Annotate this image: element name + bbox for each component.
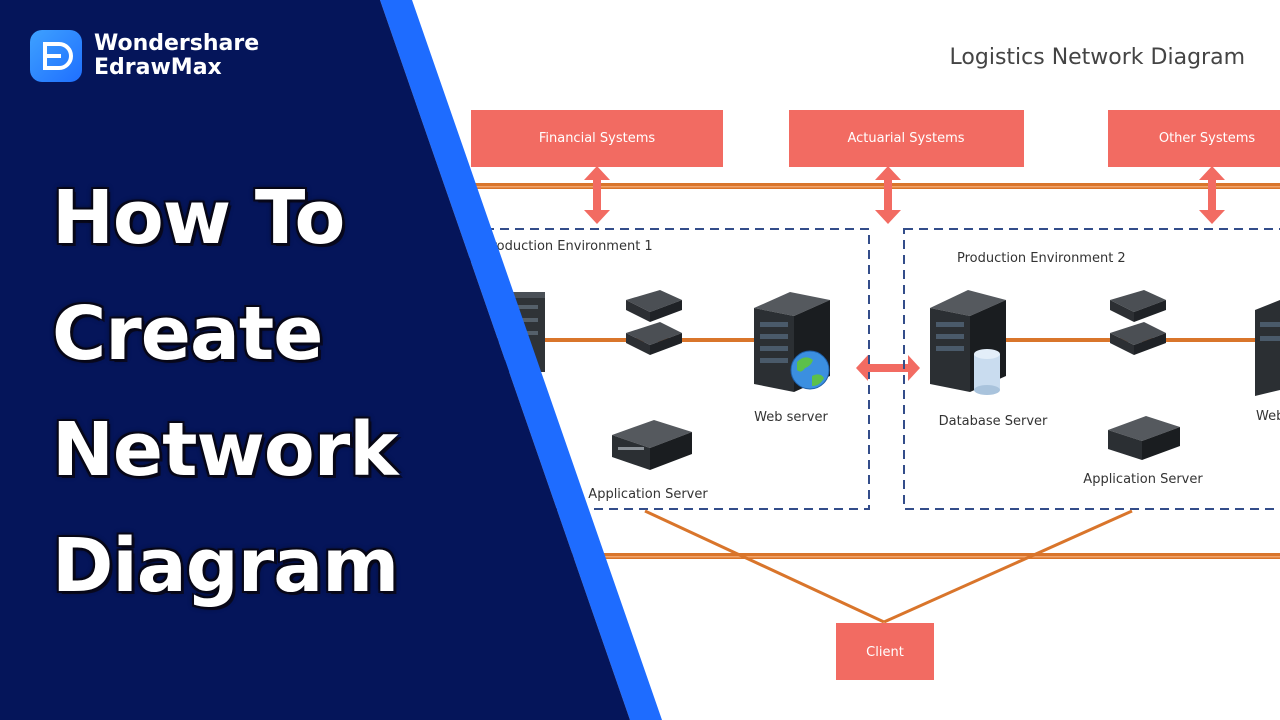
system-label-financial: Financial Systems	[539, 131, 656, 146]
env2-app-server-label: Application Server	[1083, 472, 1203, 487]
system-box-financial: Financial Systems	[471, 110, 723, 167]
client-box: Client	[836, 623, 934, 680]
client-connector-right	[883, 509, 1133, 624]
globe-icon	[790, 350, 830, 390]
system-label-other: Other Systems	[1159, 131, 1256, 146]
arrow-financial	[584, 166, 610, 224]
diagram-title: Logistics Network Diagram	[950, 45, 1245, 70]
env2-db-server-label: Database Server	[939, 414, 1048, 429]
switch-icon	[1110, 290, 1166, 355]
rack-server-icon	[1108, 416, 1180, 460]
rack-server-icon	[612, 420, 692, 470]
system-box-other: Other Systems	[1108, 110, 1280, 167]
navy-panel	[0, 0, 630, 720]
switch-icon	[626, 290, 682, 355]
client-label: Client	[866, 645, 904, 660]
system-label-actuarial: Actuarial Systems	[847, 131, 964, 146]
env1-connector-line	[470, 338, 760, 342]
server-tower-icon	[1255, 300, 1280, 396]
env1-web-server-label: Web server	[754, 410, 828, 425]
environment-2-boundary	[903, 228, 1280, 510]
database-cylinder-icon	[974, 349, 1000, 395]
accent-stripe	[380, 0, 662, 720]
system-box-actuarial: Actuarial Systems	[789, 110, 1024, 167]
environment-1-label: Production Environment 1	[484, 239, 653, 254]
env1-app-server-label: Application Server	[588, 487, 708, 502]
env2-web-server-partial-label: Web	[1256, 409, 1280, 424]
environment-2-label: Production Environment 2	[957, 251, 1126, 266]
client-connector-left	[644, 509, 885, 624]
horizontal-arrow	[856, 355, 920, 381]
vertical-arrows	[584, 166, 1225, 224]
arrow-actuarial	[875, 166, 901, 224]
arrow-other	[1199, 166, 1225, 224]
